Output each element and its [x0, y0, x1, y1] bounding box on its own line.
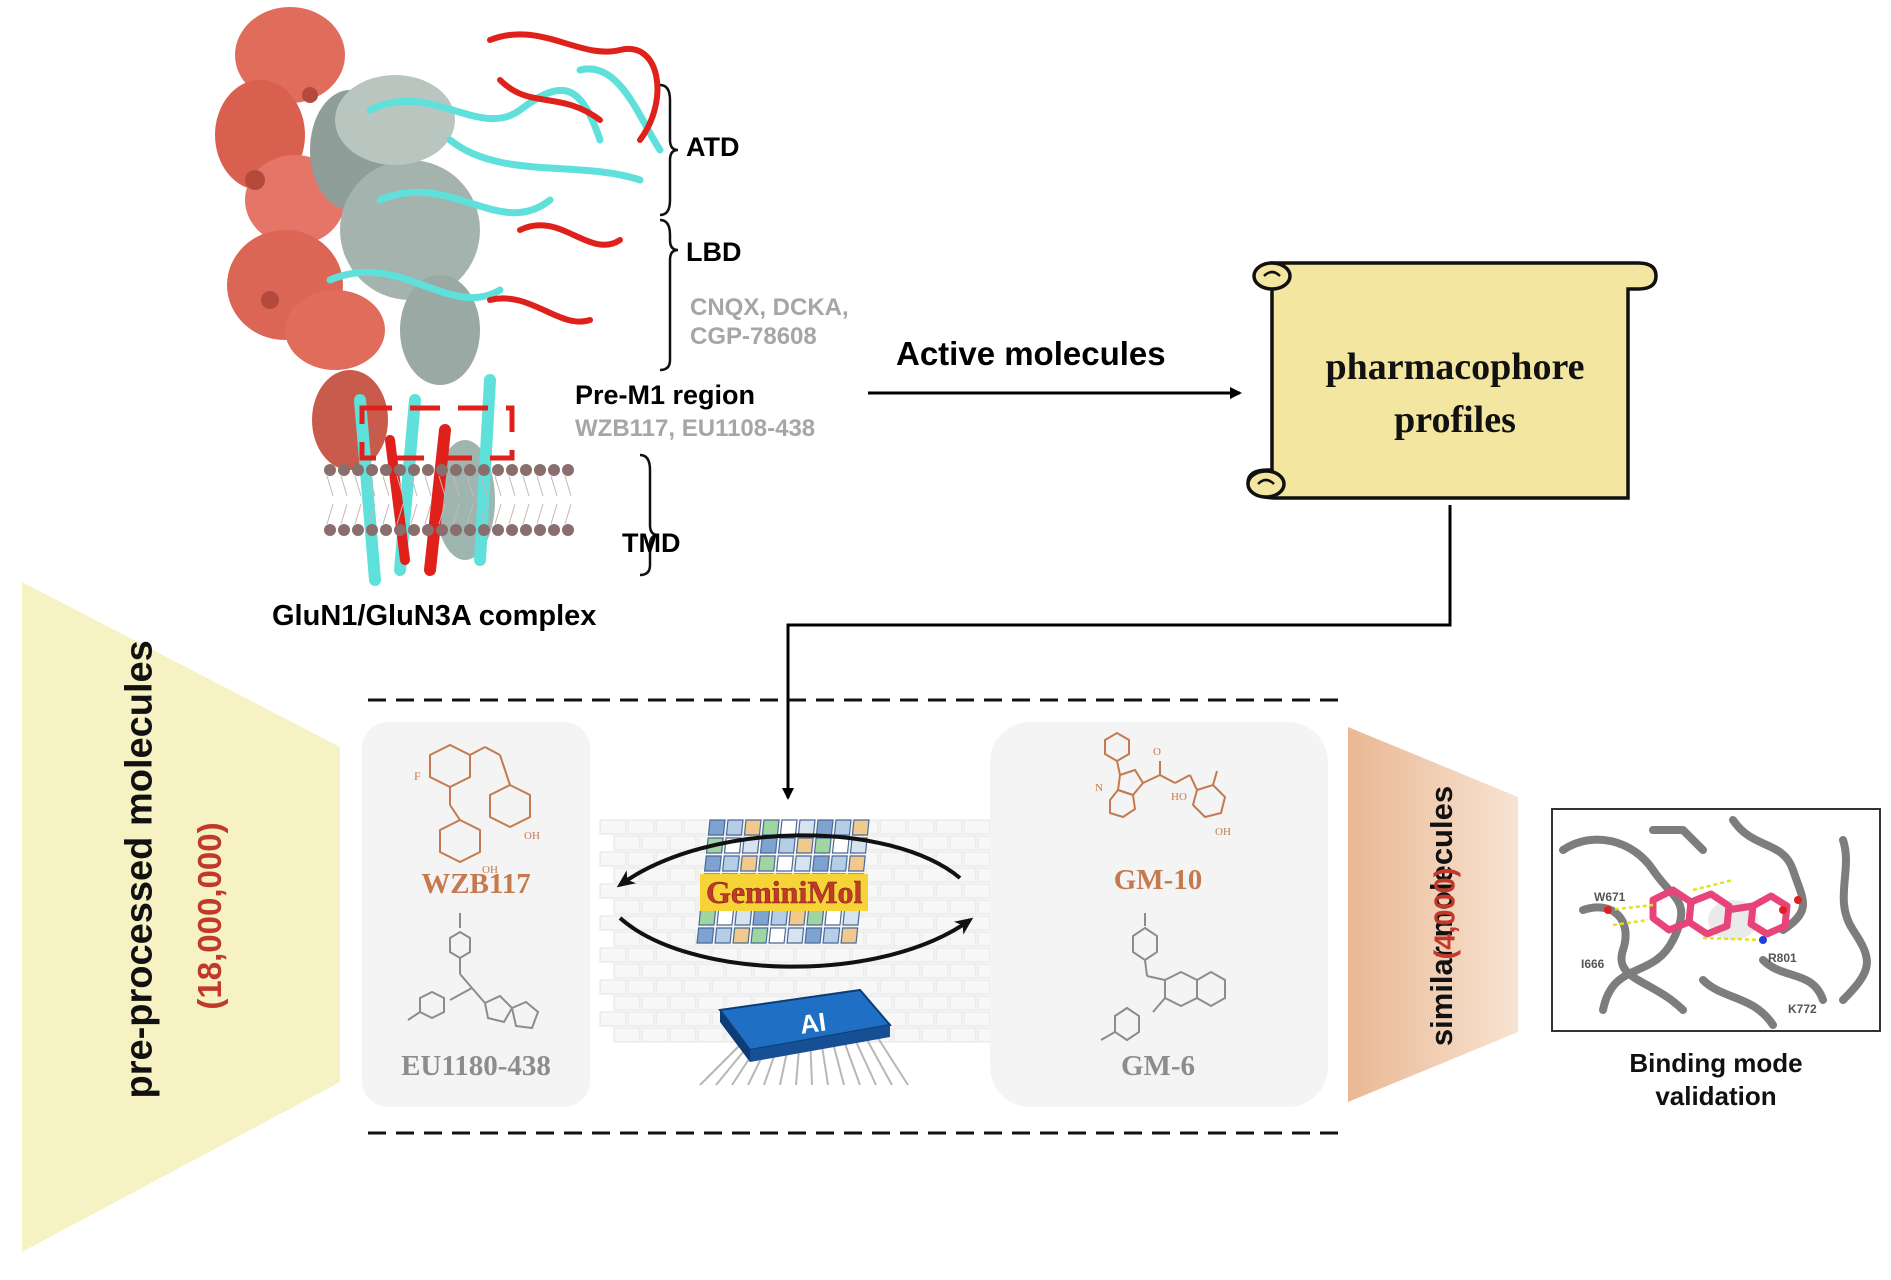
binding-caption-line2: validation	[1655, 1081, 1777, 1111]
binding-mode-panel	[1551, 808, 1881, 1032]
geminimol-label: GeminiMol	[700, 874, 869, 911]
scroll-text-line2: profiles	[1394, 399, 1516, 441]
funnel-left-shape	[22, 582, 340, 1252]
eu1180-structure	[407, 913, 540, 1030]
pre-m1-title: Pre-M1 region	[575, 380, 756, 410]
domain-label-tmd: TMD	[622, 528, 681, 558]
active-molecules-label: Active molecules	[896, 335, 1166, 372]
residue-w671: W671	[1594, 890, 1626, 904]
arrow-to-hits	[618, 916, 974, 969]
domain-brackets	[640, 83, 679, 577]
funnel-right-count: (4,000)	[1429, 867, 1462, 960]
membrane-lipids	[324, 464, 574, 536]
svg-text:HO: HO	[1171, 791, 1187, 803]
ai-chip-icon: AI	[699, 988, 909, 1086]
funnel-right-shape	[1348, 727, 1518, 1102]
svg-text:OH: OH	[482, 864, 498, 875]
gm10-structure: N O HO OH	[1095, 731, 1231, 838]
svg-text:O: O	[1153, 746, 1161, 758]
pre-m1-highlight	[359, 405, 515, 461]
svg-text:OH: OH	[524, 830, 540, 842]
reference-name-wzb117: WZB117	[421, 868, 531, 900]
svg-text:N: N	[1095, 782, 1103, 794]
reference-panel	[362, 722, 590, 1107]
residue-i666: I666	[1581, 957, 1605, 971]
funnel-left-label: pre-processed molecules	[118, 640, 161, 1099]
scroll-text-line1: pharmacophore	[1325, 346, 1585, 388]
binding-caption-line1: Binding mode	[1629, 1048, 1803, 1078]
domain-label-lbd: LBD	[686, 237, 742, 267]
residue-k772: K772	[1788, 1002, 1817, 1016]
ai-chip-label: AI	[798, 1007, 828, 1040]
wzb117-structure: F OH OH	[414, 743, 540, 875]
complex-label: GluN1/GluN3A complex	[272, 600, 597, 632]
gm6-structure	[1100, 913, 1226, 1042]
lbd-ligands-line1: CNQX, DCKA,	[690, 294, 849, 321]
lbd-ligands-line2: CGP-78608	[690, 323, 817, 350]
reference-name-eu1180-438: EU1180-438	[401, 1050, 551, 1082]
pharmacophore-scroll	[1246, 261, 1658, 500]
hits-panel	[990, 722, 1328, 1107]
svg-text:OH: OH	[1215, 826, 1231, 838]
scroll-to-model-arrow	[782, 505, 1452, 800]
hit-name-gm6: GM-6	[1120, 1050, 1196, 1082]
red-ribbon	[385, 31, 661, 576]
protein-structure	[215, 7, 664, 586]
hit-name-gm10: GM-10	[1113, 864, 1203, 896]
funnel-left-count: (18,000,000)	[191, 822, 228, 1010]
arrow-to-references	[616, 833, 962, 888]
geminimol-graphic: AI	[599, 819, 1000, 1086]
domain-label-atd: ATD	[686, 132, 740, 162]
residue-r801: R801	[1768, 951, 1797, 965]
binding-site-render	[1559, 816, 1871, 1029]
pre-m1-ligands: WZB117, EU1108-438	[575, 415, 816, 442]
svg-text:F: F	[414, 769, 421, 783]
